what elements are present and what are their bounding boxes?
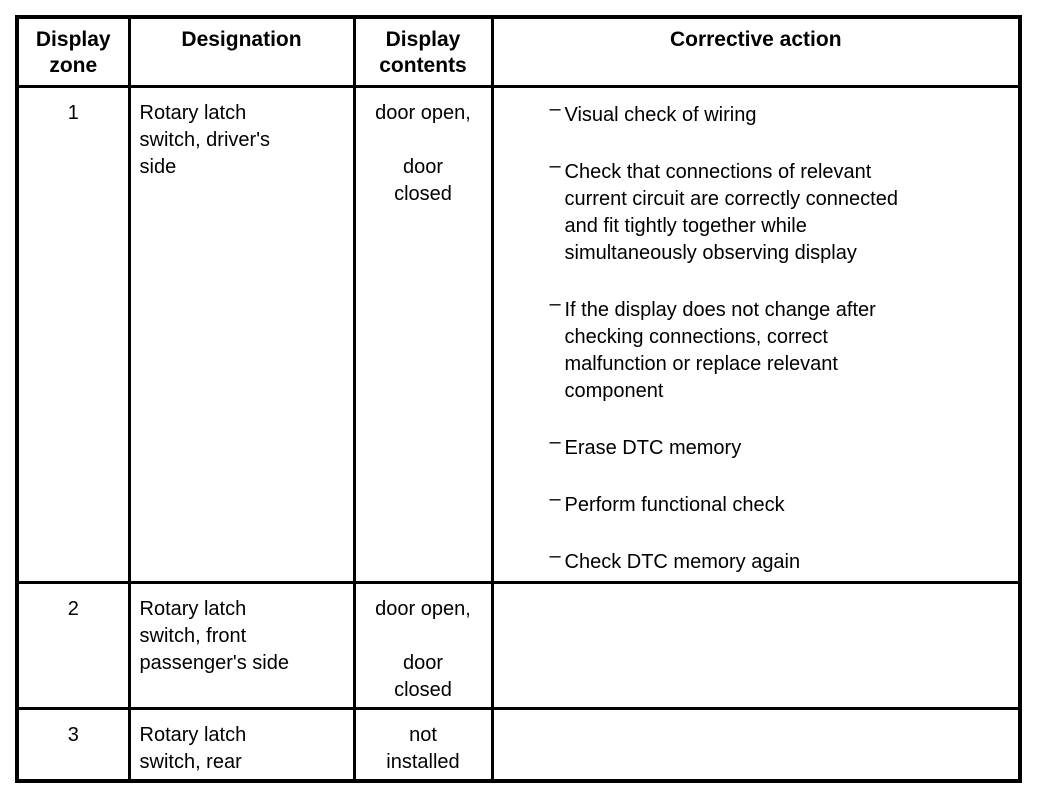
header-display-contents: Display contents [352, 15, 494, 88]
dash-bullet-icon: – [549, 431, 561, 453]
header-display-zone: Display zone [15, 15, 131, 88]
cell-zone-number: 3 [15, 707, 131, 782]
table-row-zone-3: 3 Rotary latch switch, rear not installe… [15, 707, 1022, 782]
table-header-row: Display zone Designation Display content… [15, 15, 1022, 88]
action-item: – Check that connections of relevant cur… [550, 155, 1009, 267]
dash-bullet-icon: – [549, 293, 561, 315]
action-text: Erase DTC memory [564, 437, 742, 459]
action-text: Perform functional check [564, 494, 785, 516]
dash-bullet-icon: – [549, 98, 561, 120]
table-row-zone-1: 1 Rotary latch switch, driver's side doo… [15, 85, 1022, 584]
action-text: Check DTC memory again [564, 551, 801, 573]
cell-designation: Rotary latch switch, rear [127, 707, 356, 782]
action-item: – Visual check of wiring [550, 98, 1009, 129]
action-item: – Check DTC memory again [550, 545, 1009, 576]
diagnostic-table: Display zone Designation Display content… [15, 15, 1022, 783]
action-item: – If the display does not change after c… [550, 293, 1009, 405]
cell-display-contents: door open, door closed [352, 85, 494, 584]
cell-designation: Rotary latch switch, front passenger's s… [127, 581, 356, 710]
dash-bullet-icon: – [549, 488, 561, 510]
cell-zone-number: 2 [15, 581, 131, 710]
action-text: Visual check of wiring [564, 104, 757, 126]
cell-display-contents: door open, door closed [352, 581, 494, 710]
dash-bullet-icon: – [549, 545, 561, 567]
cell-corrective-actions: – Visual check of wiring – Check that co… [490, 85, 1022, 584]
cell-designation: Rotary latch switch, driver's side [127, 85, 356, 584]
cell-display-contents: not installed [352, 707, 494, 782]
cell-zone-number: 1 [15, 85, 131, 584]
header-designation: Designation [127, 15, 356, 88]
header-corrective-action: Corrective action [490, 15, 1022, 88]
cell-corrective-actions [490, 707, 1022, 782]
cell-corrective-actions [490, 581, 1022, 710]
action-item: – Erase DTC memory [550, 431, 1009, 462]
dash-bullet-icon: – [549, 155, 561, 177]
action-item: – Perform functional check [550, 488, 1009, 519]
action-text: Check that connections of relevant curre… [564, 161, 898, 264]
action-text: If the display does not change after che… [564, 299, 876, 402]
table-row-zone-2: 2 Rotary latch switch, front passenger's… [15, 581, 1022, 710]
